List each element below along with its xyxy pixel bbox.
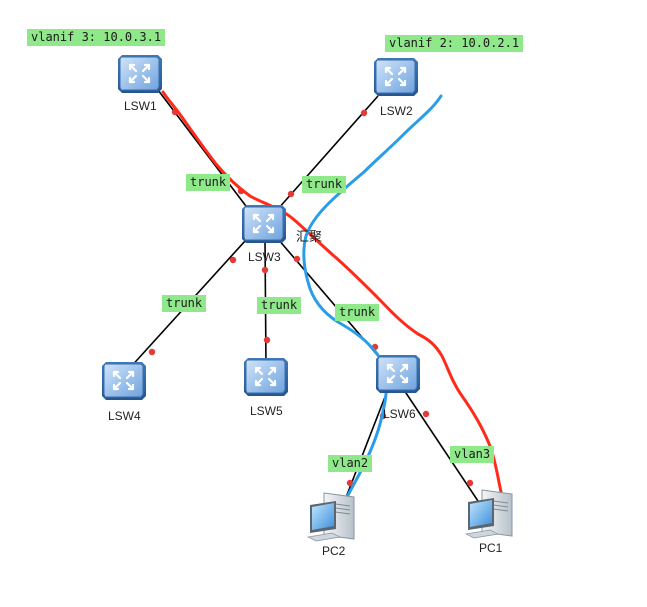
device-name-lsw2: LSW2 <box>380 104 413 118</box>
link-label-lsw6-pc1: vlan3 <box>450 446 495 463</box>
link-lsw2-lsw3 <box>269 95 379 219</box>
layer3-switch-icon <box>242 356 290 398</box>
port-dot <box>466 479 474 487</box>
device-name-lsw5: LSW5 <box>250 404 283 418</box>
device-name-lsw6: LSW6 <box>383 407 416 421</box>
aggregation-label: 汇聚 <box>296 230 323 245</box>
pc-pc1[interactable] <box>465 489 513 539</box>
port-dot <box>148 348 156 356</box>
device-name-pc2: PC2 <box>322 544 346 558</box>
switch-lsw2[interactable] <box>372 56 420 98</box>
port-dot <box>293 255 301 263</box>
desktop-pc-icon <box>465 489 513 539</box>
layer3-switch-icon <box>116 53 164 95</box>
desktop-pc-icon <box>307 492 355 542</box>
switch-lsw1[interactable] <box>116 53 164 95</box>
lsw1-vlanif-label: vlanif 3: 10.0.3.1 <box>27 29 166 46</box>
port-dot <box>263 336 271 344</box>
link-lsw6-pc1 <box>399 383 485 511</box>
layer3-switch-icon <box>100 360 148 402</box>
link-label-lsw3-lsw6: trunk <box>335 304 380 321</box>
device-name-lsw3: LSW3 <box>248 250 281 264</box>
switch-lsw5[interactable] <box>242 356 290 398</box>
switch-lsw6[interactable] <box>374 353 422 395</box>
layer3-switch-icon <box>372 56 420 98</box>
blue-traffic-path <box>302 94 443 528</box>
link-label-lsw2-lsw3: trunk <box>302 176 347 193</box>
port-dot <box>287 190 295 198</box>
port-dot <box>360 109 368 117</box>
switch-lsw4[interactable] <box>100 360 148 402</box>
device-name-lsw1: LSW1 <box>124 99 157 113</box>
pc-pc2[interactable] <box>307 492 355 542</box>
lsw2-vlanif-label: vlanif 2: 10.0.2.1 <box>385 35 524 52</box>
link-label-lsw3-lsw4: trunk <box>162 295 207 312</box>
switch-lsw3[interactable] <box>240 203 288 245</box>
link-label-lsw3-lsw5: trunk <box>257 297 302 314</box>
link-lsw1-lsw3 <box>157 89 256 219</box>
device-name-pc1: PC1 <box>479 541 503 555</box>
port-dot <box>261 266 269 274</box>
link-label-lsw1-lsw3: trunk <box>186 174 231 191</box>
port-dot <box>229 256 237 264</box>
device-name-lsw4: LSW4 <box>108 409 141 423</box>
port-dot <box>346 479 354 487</box>
layer3-switch-icon <box>240 203 288 245</box>
port-dot <box>422 410 430 418</box>
link-label-lsw6-pc2: vlan2 <box>328 455 373 472</box>
layer3-switch-icon <box>374 353 422 395</box>
port-dots <box>148 108 474 487</box>
